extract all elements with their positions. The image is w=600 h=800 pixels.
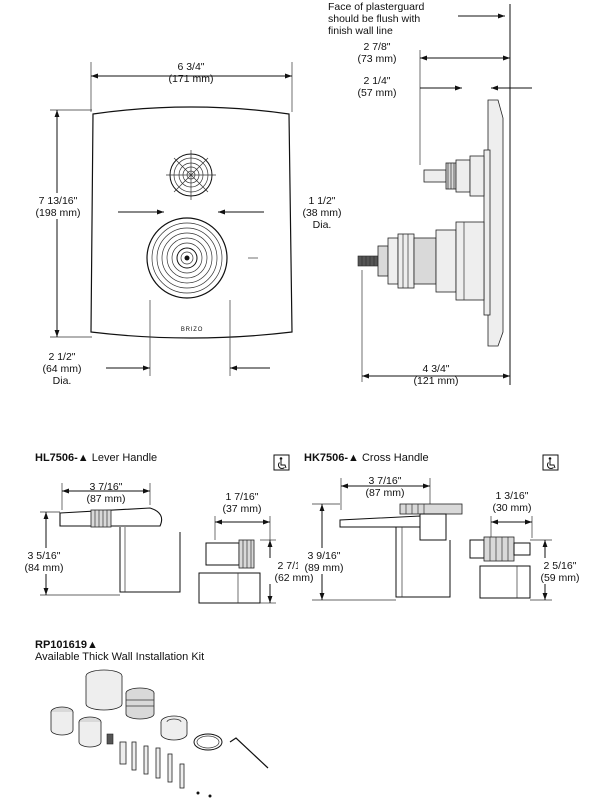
depth-b-mm-label: (57 mm)	[357, 87, 396, 99]
width-in-label: 6 3/4"	[177, 61, 204, 73]
cross-stem	[339, 515, 421, 528]
diverter-dia-mm-label: (38 mm)	[302, 207, 341, 219]
lever-reach-in-label: 3 7/16"	[90, 481, 123, 493]
lever-reach-mm-label: (87 mm)	[86, 493, 125, 505]
cross-height-mm-label: (89 mm)	[304, 562, 343, 574]
cross-triangle-icon: ▲	[348, 452, 359, 464]
plasterguard-note-line-1: Face of plasterguard	[328, 1, 424, 13]
kit-part-number: RP101619	[35, 639, 87, 651]
depth-c-in-label: 4 3/4"	[422, 363, 449, 375]
depth-b-in-label: 2 1/4"	[363, 75, 390, 87]
cross-reach-in-label: 3 7/16"	[369, 475, 402, 487]
cross-hub-mm-label: (30 mm)	[492, 502, 531, 514]
width-mm-label: (171 mm)	[169, 73, 214, 85]
lever-height-in-label: 3 5/16"	[28, 550, 61, 562]
valve-dia-in-label: 2 1/2"	[48, 351, 75, 363]
cross-handle-section: HK7506-▲ Cross Handle 3 7/16" (87 mm) 3 …	[298, 452, 589, 601]
lever-handle-section: HL7506-▲ Lever Handle 3 7/16" (87 mm) 3 …	[18, 452, 317, 604]
cross-side-h-in-label: 2 5/16"	[544, 560, 577, 572]
lever-hub-body	[205, 542, 240, 566]
cross-reach-mm-label: (87 mm)	[365, 487, 404, 499]
height-mm-label: (198 mm)	[36, 207, 81, 219]
valve-dia-suffix: Dia.	[53, 375, 72, 387]
plasterguard-note-line-2: should be flush with	[328, 13, 420, 25]
lever-heading: HL7506-▲ Lever Handle	[35, 452, 157, 464]
diverter-stem	[423, 155, 485, 197]
depth-c-mm-label: (121 mm)	[414, 375, 459, 387]
cross-height-in-label: 3 9/16"	[308, 550, 341, 562]
lever-side-h-mm-label: (62 mm)	[274, 572, 313, 584]
lever-hub-mm-label: (37 mm)	[222, 503, 261, 515]
valve-cartridge	[357, 221, 485, 301]
wheelchair-icon	[542, 454, 559, 471]
lever-height-mm-label: (84 mm)	[24, 562, 63, 574]
lever-triangle-icon: ▲	[78, 452, 89, 464]
valve-knob	[146, 217, 228, 299]
thick-wall-kit-section: RP101619▲ Available Thick Wall Installat…	[35, 639, 269, 798]
cross-hub-body	[483, 536, 515, 562]
cross-model: HK7506-	[304, 452, 348, 464]
height-in-label: 7 13/16"	[39, 195, 78, 207]
diverter-knob	[166, 150, 216, 200]
cross-side-h-mm-label: (59 mm)	[540, 572, 579, 584]
lever-escutcheon	[119, 527, 181, 593]
wheelchair-icon	[273, 454, 290, 471]
kit-parts-illustration	[50, 669, 269, 798]
diverter-dia-in-label: 1 1/2"	[308, 195, 335, 207]
front-view: 6 3/4" (171 mm) 7 13/16" (198 mm) 1 1/2"…	[30, 61, 342, 387]
kit-heading: RP101619▲	[35, 639, 98, 651]
kit-description: Available Thick Wall Installation Kit	[35, 651, 204, 663]
cross-hub-in-label: 1 3/16"	[496, 490, 529, 502]
lever-name: Lever Handle	[89, 452, 158, 464]
brand-logo: BRIZO	[181, 327, 203, 333]
valve-dia-mm-label: (64 mm)	[42, 363, 81, 375]
trim-plate	[90, 106, 293, 339]
plasterguard-plate	[487, 99, 504, 347]
diverter-dia-suffix: Dia.	[313, 219, 332, 231]
cross-name: Cross Handle	[359, 452, 429, 464]
cross-heading: HK7506-▲ Cross Handle	[304, 452, 429, 464]
lever-hub-in-label: 1 7/16"	[226, 491, 259, 503]
kit-triangle-icon: ▲	[87, 639, 98, 651]
cross-top-arm	[399, 503, 463, 515]
side-view: Face of plasterguard should be flush wit…	[328, 1, 532, 387]
lever-model: HL7506-	[35, 452, 78, 464]
plasterguard-note-line-3: finish wall line	[328, 25, 393, 37]
cross-escutcheon	[395, 527, 451, 598]
depth-a-in-label: 2 7/8"	[363, 41, 390, 53]
depth-a-mm-label: (73 mm)	[357, 53, 396, 65]
